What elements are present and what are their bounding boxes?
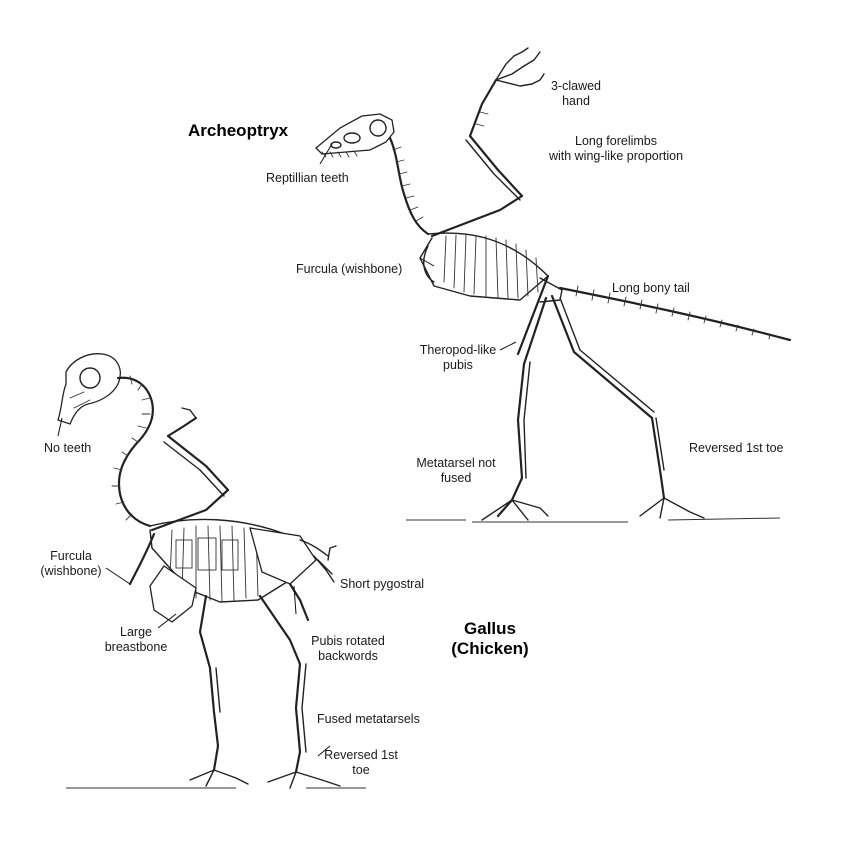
label-gallus-furcula: Furcula (wishbone) xyxy=(40,549,102,578)
archaeopteryx-forelimb xyxy=(430,47,545,238)
archaeopteryx-title: Archeoptryx xyxy=(188,121,289,140)
gallus-neck xyxy=(116,376,154,528)
label-reptilian-teeth: Reptillian teeth xyxy=(266,171,349,185)
gallus-title: Gallus (Chicken) xyxy=(430,619,550,659)
label-fused-metatarsels: Fused metatarsels xyxy=(317,712,420,726)
gallus-leg-back xyxy=(258,594,341,789)
label-short-pygostyle: Short pygostral xyxy=(340,577,425,591)
archaeopteryx-leg-front xyxy=(481,296,549,521)
label-large-breastbone: Large breastbone xyxy=(104,625,168,654)
archaeopteryx-ribcage xyxy=(419,232,549,301)
label-archaeopteryx-furcula: Furcula (wishbone) xyxy=(296,262,403,276)
gallus-wing xyxy=(150,407,230,532)
label-archaeopteryx-reversed-toe: Reversed 1st toe xyxy=(689,441,784,455)
archaeopteryx-leg-back xyxy=(550,294,705,519)
gallus-breastbone xyxy=(149,565,197,623)
gallus-furcula xyxy=(128,532,156,586)
label-gallus-reversed-toe: Reversed 1st toe xyxy=(324,748,398,777)
archaeopteryx-tail xyxy=(558,285,792,342)
gallus-pubis xyxy=(288,582,310,622)
label-long-bony-tail: Long bony tail xyxy=(612,281,690,295)
label-no-teeth: No teeth xyxy=(44,441,92,455)
gallus-title-line1: Gallus xyxy=(464,619,516,638)
archaeopteryx-pubis xyxy=(516,274,550,356)
archaeopteryx-neck xyxy=(388,136,430,236)
label-theropod-pubis: Theropod-like pubis xyxy=(419,343,497,372)
gallus-leg-front xyxy=(189,594,249,787)
label-three-clawed-hand: 3-clawed hand xyxy=(550,79,602,108)
gallus-skull xyxy=(57,353,121,425)
label-pubis-rotated: Pubis rotated backwords xyxy=(311,634,385,663)
label-long-forelimbs: Long forelimbs with wing-like proportion xyxy=(548,134,684,163)
leader-lines xyxy=(57,143,517,757)
gallus-skeleton xyxy=(57,353,366,789)
gallus-pygostyle xyxy=(313,545,337,583)
gallus-pelvis xyxy=(249,527,317,585)
label-metatarsel-not-fused: Metatarsel not fused xyxy=(416,456,496,485)
gallus-title-line2: (Chicken) xyxy=(451,639,529,658)
archaeopteryx-skeleton xyxy=(315,47,792,523)
